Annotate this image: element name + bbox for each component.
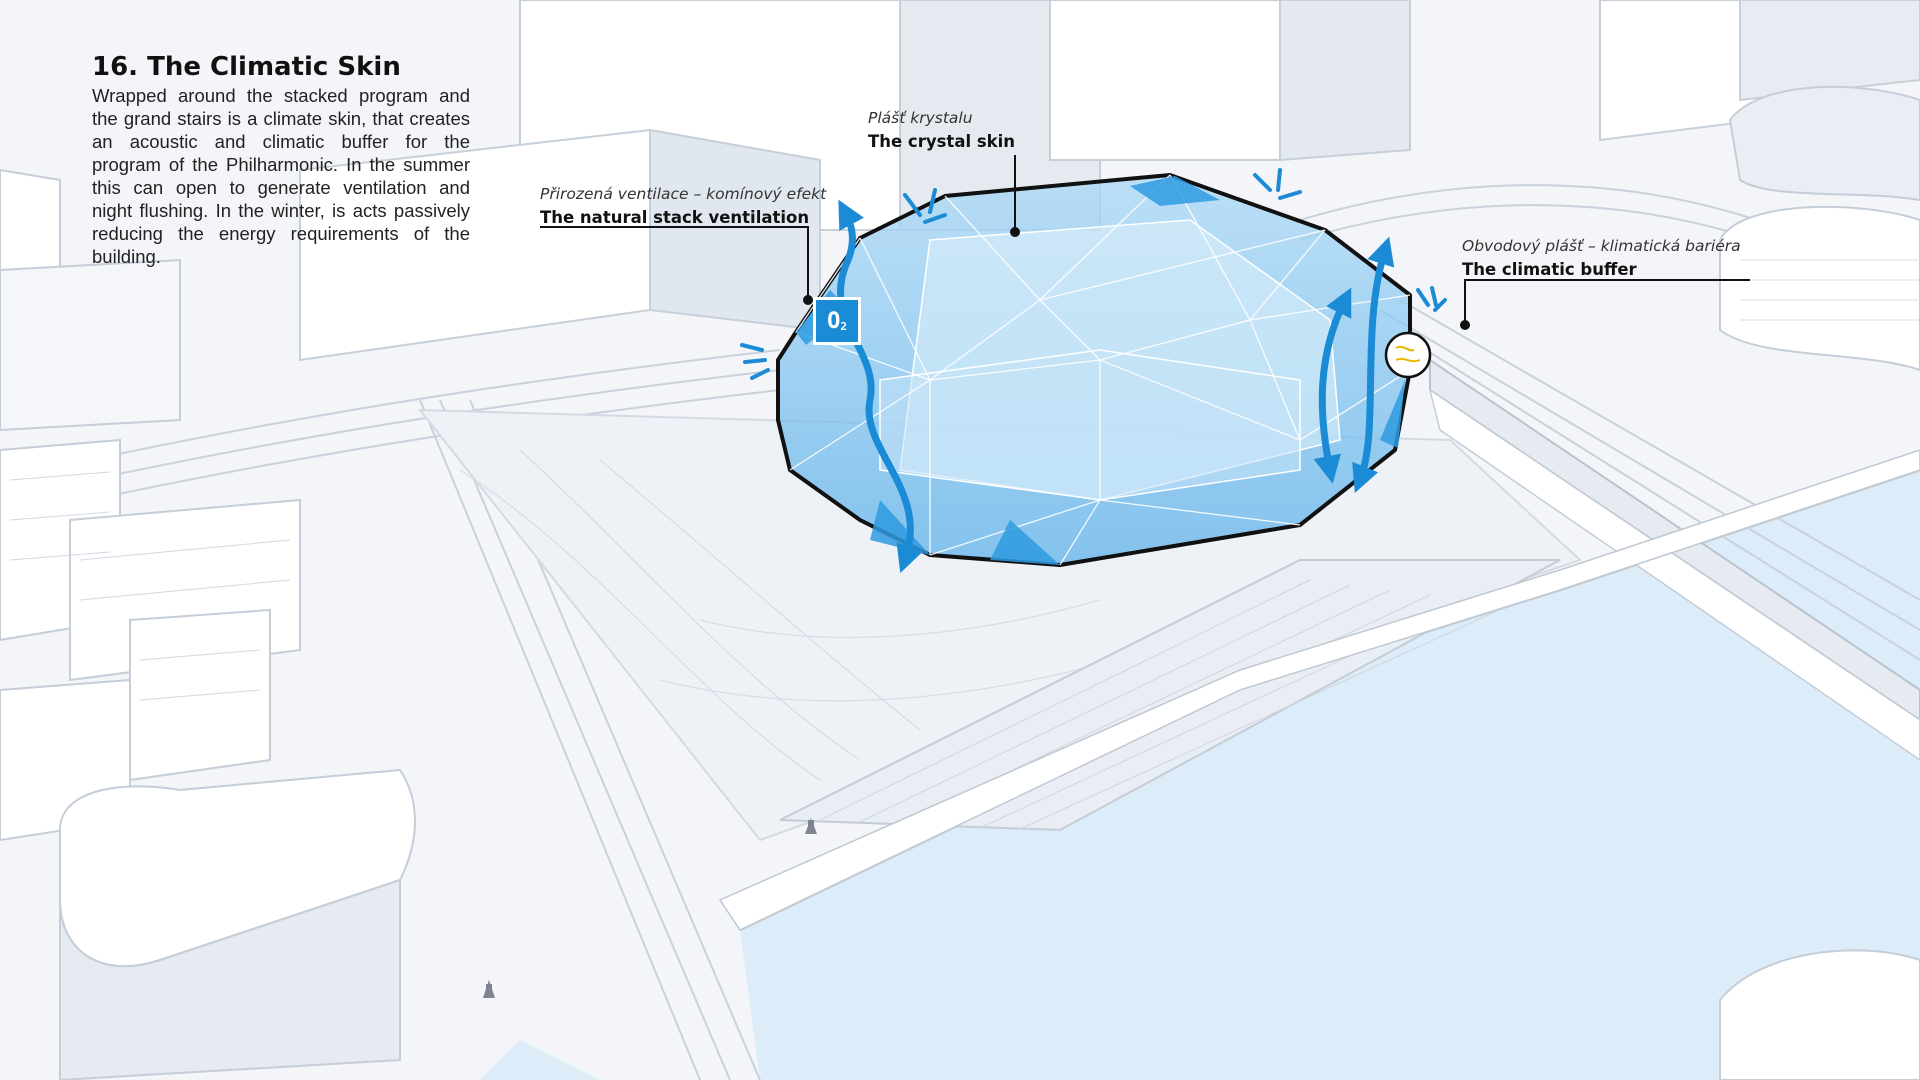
stack-airflow-arrow bbox=[837, 199, 923, 574]
label-crystal-skin-cz: Plášť krystalu bbox=[868, 109, 973, 127]
label-crystal-skin-en: The crystal skin bbox=[868, 132, 1016, 151]
o2-sub: 2 bbox=[840, 319, 847, 333]
label-crystal-skin: Plášť krystalu The crystal skin bbox=[868, 108, 1015, 153]
burst-icon bbox=[740, 168, 1447, 380]
label-climatic-buffer: Obvodový plášť – klimatická bariéra The … bbox=[1462, 236, 1741, 281]
buildings-top bbox=[299, 0, 1920, 362]
label-climatic-buffer-cz: Obvodový plášť – klimatická bariéra bbox=[1462, 237, 1741, 255]
statues bbox=[483, 818, 817, 998]
river-wall bbox=[718, 449, 1920, 931]
label-stack-ventilation-en: The natural stack ventilation bbox=[540, 208, 810, 227]
crystal-facets bbox=[789, 174, 1411, 566]
buffer-airflow-arrow-right bbox=[1352, 236, 1395, 494]
label-climatic-buffer-en: The climatic buffer bbox=[1462, 260, 1637, 279]
page-title: 16. The Climatic Skin bbox=[92, 52, 401, 82]
o2-main: O bbox=[827, 308, 841, 334]
fan-detail-icon bbox=[1384, 331, 1432, 379]
river-left bbox=[480, 1040, 600, 1080]
leader-stack-ventilation bbox=[540, 226, 809, 300]
buildings-left bbox=[0, 168, 416, 1080]
description-text: Wrapped around the stacked program and t… bbox=[92, 85, 470, 267]
label-stack-ventilation-cz: Přirozená ventilace – komínový efekt bbox=[540, 185, 827, 203]
crystal-building bbox=[776, 173, 1412, 567]
contour-lines bbox=[459, 449, 1181, 781]
label-stack-ventilation: Přirozená ventilace – komínový efekt The… bbox=[540, 184, 826, 229]
airflow-arrow-icon bbox=[837, 199, 1395, 574]
buffer-airflow-arrow-left bbox=[1313, 287, 1352, 484]
building-right-round bbox=[1719, 85, 1920, 372]
river bbox=[740, 470, 1920, 1080]
